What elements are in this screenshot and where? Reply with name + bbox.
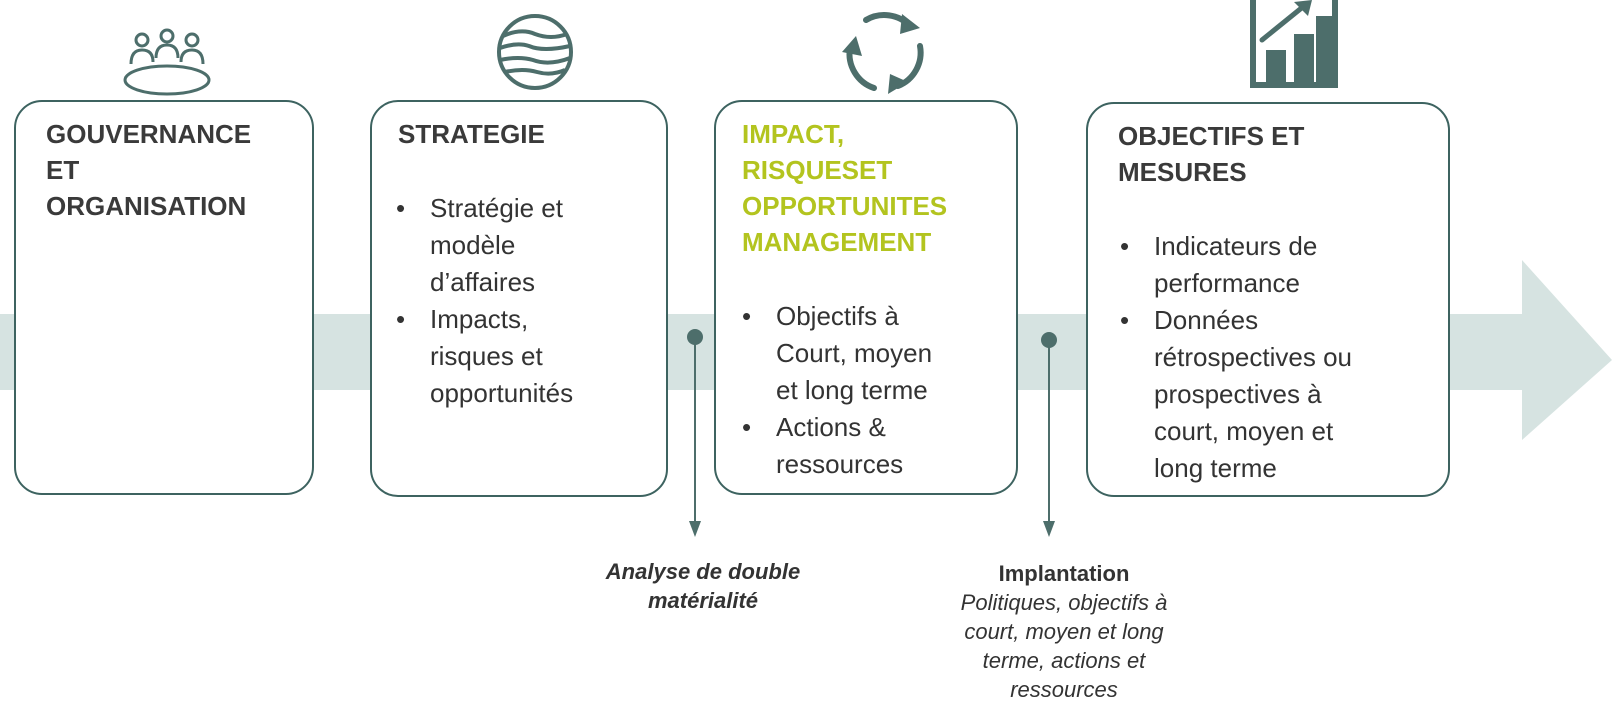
- list-item: Indicateurs de performance: [1118, 228, 1352, 302]
- cycle-arrows-icon: [842, 12, 924, 94]
- connector-pin-materiality: [687, 329, 703, 537]
- box-objectives-measures: OBJECTIFS ET MESURES Indicateurs de perf…: [1086, 102, 1450, 497]
- list-item: Données rétrospectives ou prospectives à…: [1118, 302, 1352, 487]
- annotation-materiality-line2: matérialité: [647, 588, 759, 613]
- box-governance: GOUVERNANCE ET ORGANISATION: [14, 100, 314, 495]
- bullet-list-strategy: Stratégie et modèle d’affaires Impacts, …: [394, 190, 573, 412]
- connector-pin-implantation: [1041, 332, 1057, 537]
- box-title-impact: IMPACT, RISQUESET OPPORTUNITES MANAGEMEN…: [742, 119, 948, 257]
- annotation-implantation: Implantation Politiques, objectifs à cou…: [924, 559, 1204, 704]
- annotation-materiality-line1: Analyse de double: [605, 559, 801, 584]
- list-item: Objectifs à Court, moyen et long terme: [740, 298, 932, 409]
- people-around-table-icon: [123, 28, 211, 96]
- list-item: Stratégie et modèle d’affaires: [394, 190, 573, 301]
- box-impact-management: IMPACT, RISQUESET OPPORTUNITES MANAGEMEN…: [714, 100, 1018, 495]
- bullet-list-impact: Objectifs à Court, moyen et long terme A…: [740, 298, 932, 483]
- annotation-implantation-line3: terme, actions et: [982, 648, 1146, 673]
- annotation-implantation-line1: Politiques, objectifs à: [960, 590, 1168, 615]
- annotation-implantation-heading: Implantation: [998, 561, 1130, 586]
- bar-chart-growth-icon: [1250, 0, 1338, 88]
- list-item: Impacts, risques et opportunités: [394, 301, 573, 412]
- annotation-materiality: Analyse de double matérialité: [560, 557, 846, 615]
- box-title-strategy: STRATEGIE: [398, 119, 545, 149]
- annotation-implantation-line4: ressources: [1010, 677, 1118, 702]
- list-item: Actions & ressources: [740, 409, 932, 483]
- box-strategy: STRATEGIE Stratégie et modèle d’affaires…: [370, 100, 668, 497]
- annotation-implantation-line2: court, moyen et long: [964, 619, 1164, 644]
- bullet-list-objectives: Indicateurs de performance Données rétro…: [1118, 228, 1352, 487]
- box-title-governance: GOUVERNANCE ET ORGANISATION: [46, 119, 252, 221]
- box-title-objectives: OBJECTIFS ET MESURES: [1118, 121, 1305, 187]
- globe-icon: [497, 14, 573, 90]
